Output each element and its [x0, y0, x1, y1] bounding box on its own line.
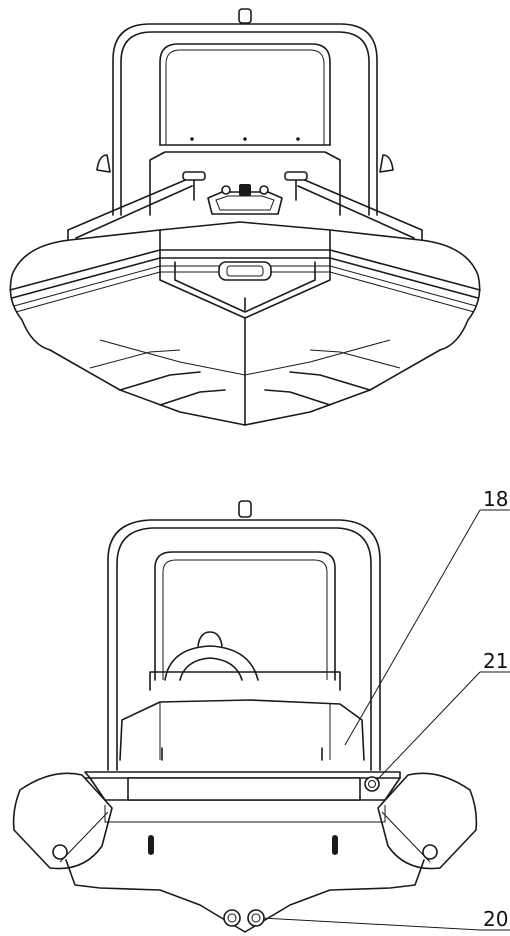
- t-top-frame-front: [112, 23, 378, 216]
- rear-view: [12, 500, 510, 933]
- windscreen-front: [159, 43, 331, 146]
- hull-rear: [65, 859, 425, 933]
- callout-21: 21: [483, 649, 508, 673]
- callout-20-leader: [261, 917, 481, 931]
- rail-left-front: [67, 177, 197, 241]
- callout-18: 18: [483, 487, 508, 511]
- ring-right-front: [379, 154, 394, 173]
- tube-front: [9, 221, 481, 351]
- antenna-rear: [238, 500, 252, 518]
- windscreen-rear: [154, 551, 336, 681]
- rail-right-front: [293, 177, 423, 241]
- tube-end-left: [12, 772, 113, 870]
- transom-fitting: [364, 776, 380, 792]
- callout-21-leader: [374, 671, 481, 783]
- front-view: [9, 8, 481, 426]
- callout-20: 20: [483, 907, 508, 931]
- ring-left-front: [96, 154, 111, 173]
- stern-eye-left: [148, 835, 154, 855]
- tube-cone-right: [422, 844, 438, 860]
- stern-eye-right: [332, 835, 338, 855]
- drain-plug-right: [247, 909, 265, 927]
- bow-light: [239, 184, 251, 196]
- callout-18-leader: [344, 509, 481, 746]
- antenna-front: [238, 8, 252, 24]
- drain-plug-left: [223, 909, 241, 927]
- tube-cone-left: [52, 844, 68, 860]
- t-top-frame-rear: [107, 519, 381, 771]
- steering-wheel: [164, 645, 259, 681]
- tube-end-right: [377, 772, 478, 870]
